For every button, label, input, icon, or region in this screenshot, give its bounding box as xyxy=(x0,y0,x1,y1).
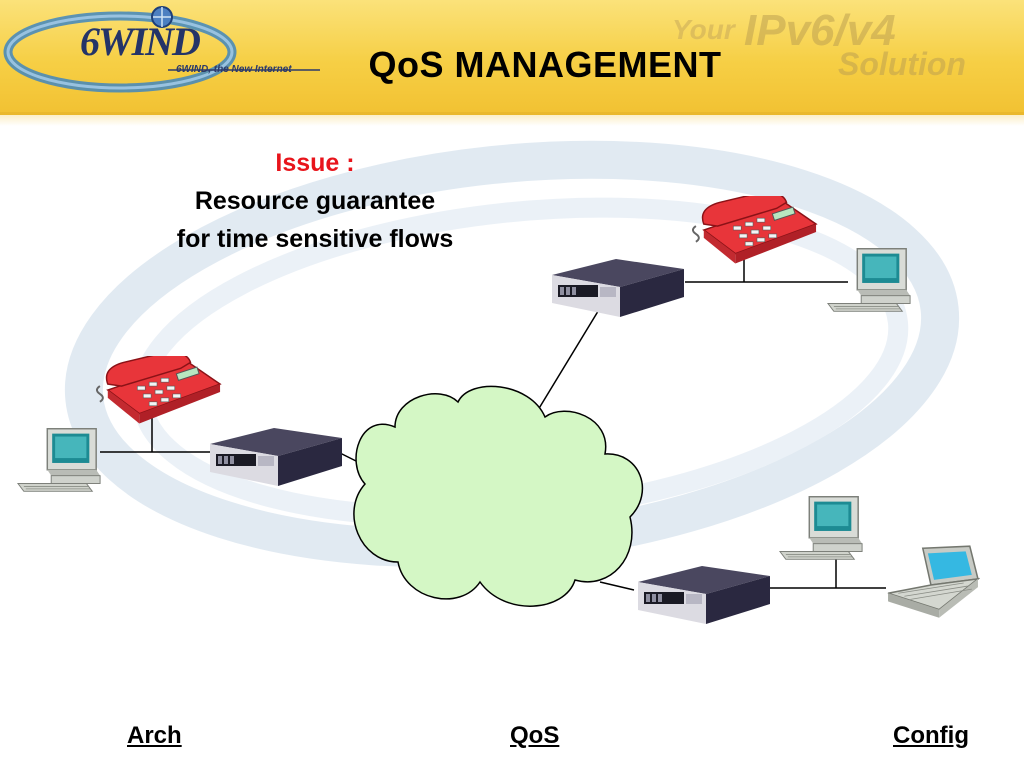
network-links xyxy=(100,250,886,591)
header-shadow xyxy=(0,112,1024,126)
issue-description-line2: for time sensitive flows xyxy=(176,225,454,253)
link-router-top-cloud xyxy=(537,307,601,411)
nav-link-qos[interactable]: QoS xyxy=(510,722,560,749)
logo-wordmark: 6WIND xyxy=(80,19,201,64)
network-cloud xyxy=(353,385,644,607)
nav-link-config[interactable]: Config xyxy=(893,722,969,749)
logo-swoosh xyxy=(3,6,320,93)
computer-bottom xyxy=(779,495,863,561)
slogan-ipv6: IPv6/v4 xyxy=(744,6,896,55)
router-bottom xyxy=(638,566,770,624)
issue-text-block: Issue : Resource guarantee for time sens… xyxy=(150,144,480,258)
issue-description-line1: Resource guarantee xyxy=(194,187,436,215)
phone-left xyxy=(95,356,222,425)
slide-title: QoS MANAGEMENT xyxy=(368,44,722,85)
link-router-bottom-cloud xyxy=(599,581,635,591)
slogan-your: Your xyxy=(672,14,735,45)
issue-label: Issue : xyxy=(275,149,355,177)
nav-link-arch[interactable]: Arch xyxy=(127,722,182,749)
slogan-solution: Solution xyxy=(838,46,966,82)
network-diagram xyxy=(17,140,979,624)
router-top xyxy=(552,259,684,317)
computer-left xyxy=(17,427,101,493)
laptop-bottom xyxy=(887,545,979,619)
logo-tagline: 6WIND, the New Internet xyxy=(176,64,292,75)
